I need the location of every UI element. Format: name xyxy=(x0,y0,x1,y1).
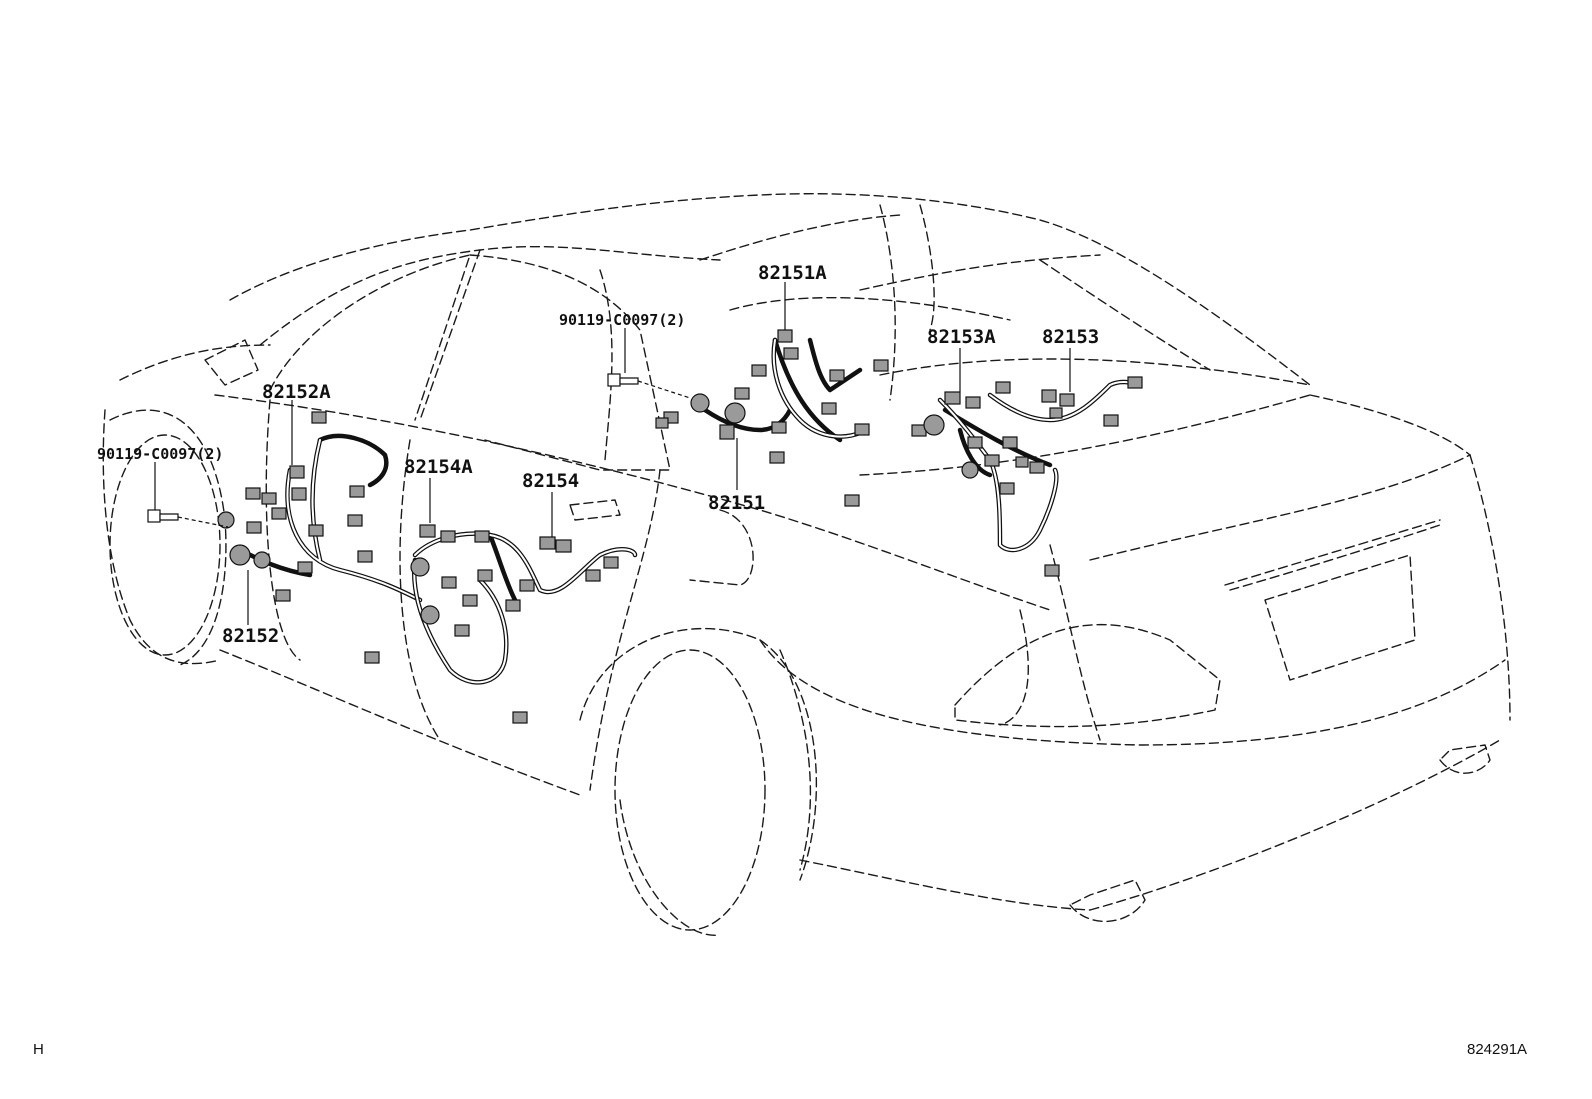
label-82152A: 82152A xyxy=(262,381,331,403)
illustration-code: 824291A xyxy=(1467,1041,1527,1058)
harness-floor-center xyxy=(702,337,868,443)
label-bolt-front: 90119-C0097(2) xyxy=(97,445,223,463)
bolt-rear xyxy=(607,373,691,399)
label-82154A: 82154A xyxy=(404,456,473,478)
label-bolt-rear: 90119-C0097(2) xyxy=(559,311,685,329)
connectors xyxy=(217,329,1143,724)
callout-labels: 82151A 82151 82152A 82152 82153A 82153 8… xyxy=(97,262,1099,647)
label-82153: 82153 xyxy=(1042,326,1099,348)
label-82152: 82152 xyxy=(222,625,279,647)
label-82151: 82151 xyxy=(708,492,765,514)
car-body-outline xyxy=(102,193,1511,936)
corner-code-left: H xyxy=(33,1041,44,1058)
harness-rear-door xyxy=(412,531,638,685)
bolt-front xyxy=(147,509,229,528)
leader-lines xyxy=(154,282,1071,625)
label-82153A: 82153A xyxy=(927,326,996,348)
label-82154: 82154 xyxy=(522,470,579,492)
label-82151A: 82151A xyxy=(758,262,827,284)
